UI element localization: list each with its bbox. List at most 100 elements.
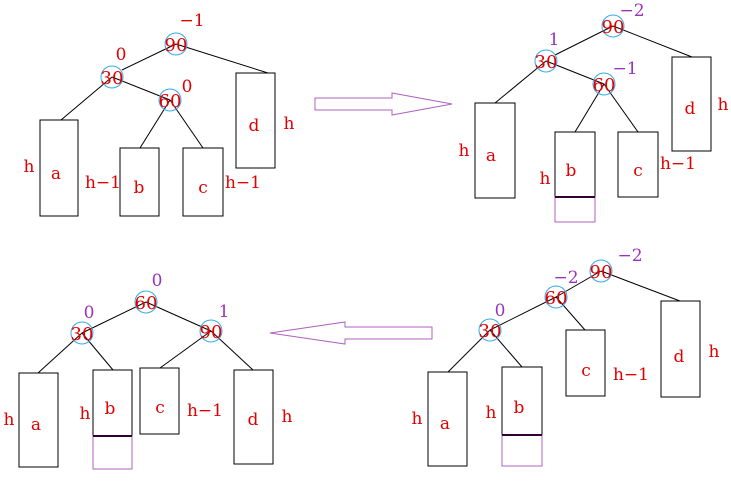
subtree-c-label: c: [581, 361, 591, 381]
subtree-c: [565, 329, 606, 397]
panel-top-left: [39, 32, 276, 217]
subtree-a-label: a: [440, 414, 450, 434]
node-90-circle: [199, 319, 223, 343]
edge-90-30: [121, 43, 177, 71]
subtree-c-label: c: [633, 161, 643, 181]
node-60-circle: [134, 290, 158, 314]
node-30-balance: 0: [495, 301, 506, 321]
subtree-c-label: c: [198, 178, 208, 198]
subtree-b-height: h: [540, 169, 551, 189]
node-60-balance: 0: [152, 271, 163, 291]
node-30-circle: [478, 318, 502, 342]
panel-top-right-labels: 90 30 60 −2 1 −1 a b c d h h h−1 h: [459, 1, 729, 189]
subtree-b-label: b: [105, 399, 116, 419]
arrow-left-icon: [269, 321, 433, 345]
subtree-c: [617, 131, 659, 198]
node-60-label: 60: [593, 75, 616, 96]
edge-30-a: [447, 329, 491, 373]
node-90-label: 90: [590, 262, 613, 283]
subtree-a: [474, 102, 516, 199]
node-30-circle: [100, 65, 124, 89]
subtree-a-label: a: [486, 146, 496, 166]
node-90-label: 90: [200, 322, 223, 343]
subtree-a-height: h: [24, 157, 35, 177]
subtree-d: [235, 72, 276, 169]
edge-60-30: [489, 296, 557, 331]
node-30-label: 30: [535, 52, 558, 73]
subtree-a-height: h: [412, 409, 423, 429]
subtree-d: [233, 369, 274, 465]
edge-60-c: [169, 99, 204, 149]
node-30-balance: 1: [549, 30, 560, 50]
subtree-c-height: h−1: [187, 401, 223, 421]
node-60-balance: 0: [182, 77, 193, 97]
panel-bottom-left-labels: 60 30 90 0 0 1 a b c d h h h−1 h: [4, 271, 293, 435]
subtree-b-height: h: [80, 404, 91, 424]
subtree-b-extension: [554, 196, 596, 223]
node-60-balance: −2: [553, 268, 578, 288]
subtree-b-height: h−1: [85, 173, 121, 193]
node-30-balance: 0: [84, 303, 95, 323]
node-90-balance: −2: [619, 1, 644, 21]
subtree-c-height: h−1: [225, 173, 261, 193]
subtree-c: [139, 367, 180, 435]
edge-60-30: [81, 301, 147, 334]
edge-60-c: [603, 83, 639, 133]
subtree-d-label: d: [248, 410, 259, 430]
panel-top-left-labels: 90 30 60 −1 0 0 a b c d h h−1 h−1 h: [24, 11, 295, 198]
edge-30-b: [81, 332, 114, 371]
node-60-balance: −1: [612, 59, 637, 79]
node-60-label: 60: [135, 293, 158, 314]
subtree-d-height: h: [709, 342, 720, 362]
node-60-circle: [544, 285, 568, 309]
subtree-d-label: d: [249, 116, 260, 136]
node-30-circle: [534, 49, 558, 73]
subtree-d-height: h: [284, 114, 295, 134]
subtree-b-extension: [501, 434, 543, 467]
subtree-b-label: b: [134, 178, 145, 198]
arrow-right-icon: [314, 92, 453, 116]
subtree-a-height: h: [459, 141, 470, 161]
edge-90-d: [175, 43, 269, 74]
subtree-d-label: d: [674, 347, 685, 367]
subtree-d-label: d: [685, 99, 696, 119]
subtree-d-height: h: [718, 95, 729, 115]
node-90-balance: 1: [219, 302, 230, 322]
subtree-b-height: h: [486, 403, 497, 423]
edge-60-b: [574, 83, 605, 133]
edge-60-90: [145, 301, 212, 332]
node-60-circle: [158, 88, 182, 112]
node-90-balance: −1: [179, 11, 204, 31]
subtree-c: [182, 147, 224, 217]
edge-90-d: [600, 270, 681, 302]
edge-60-c: [555, 296, 586, 331]
node-90-label: 90: [165, 35, 188, 56]
subtree-a-label: a: [31, 415, 41, 435]
node-60-label: 60: [545, 288, 568, 309]
edge-90-c: [159, 330, 212, 369]
subtree-a: [39, 119, 79, 217]
node-30-label: 30: [479, 321, 502, 342]
panel-bottom-right-labels: 90 60 30 −2 −2 0 a b c d h h h−1 h: [412, 246, 720, 434]
node-90-circle: [589, 259, 613, 283]
panel-top-right: [474, 14, 712, 223]
node-30-label: 30: [101, 68, 124, 89]
node-60-circle: [592, 72, 616, 96]
subtree-d: [660, 300, 701, 398]
node-30-balance: 0: [116, 45, 127, 65]
edge-30-a: [37, 332, 83, 374]
edge-30-b: [489, 329, 523, 368]
subtree-c-height: h−1: [660, 154, 696, 174]
subtree-a-height: h: [4, 410, 15, 430]
edge-30-60: [545, 60, 605, 85]
subtree-a: [18, 372, 59, 468]
edge-90-d: [612, 25, 693, 58]
subtree-c-label: c: [155, 398, 165, 418]
node-90-circle: [601, 14, 625, 38]
subtree-d: [671, 56, 712, 152]
node-30-circle: [70, 321, 94, 345]
edge-90-d: [210, 330, 254, 371]
subtree-a-label: a: [51, 164, 61, 184]
